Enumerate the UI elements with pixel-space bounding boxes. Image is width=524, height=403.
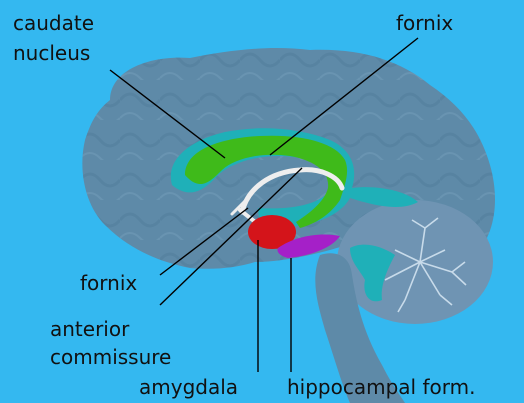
label-anterior-line2: commissure xyxy=(50,345,171,369)
label-hippocampal: hippocampal form. xyxy=(287,375,475,399)
label-caudate-line2: nucleus xyxy=(13,41,90,65)
label-anterior-line1: anterior xyxy=(50,317,130,341)
label-fornix-left: fornix xyxy=(80,271,137,295)
label-amygdala: amygdala xyxy=(139,375,238,399)
label-fornix-top: fornix xyxy=(396,11,453,35)
label-caudate-line1: caudate xyxy=(13,11,94,35)
